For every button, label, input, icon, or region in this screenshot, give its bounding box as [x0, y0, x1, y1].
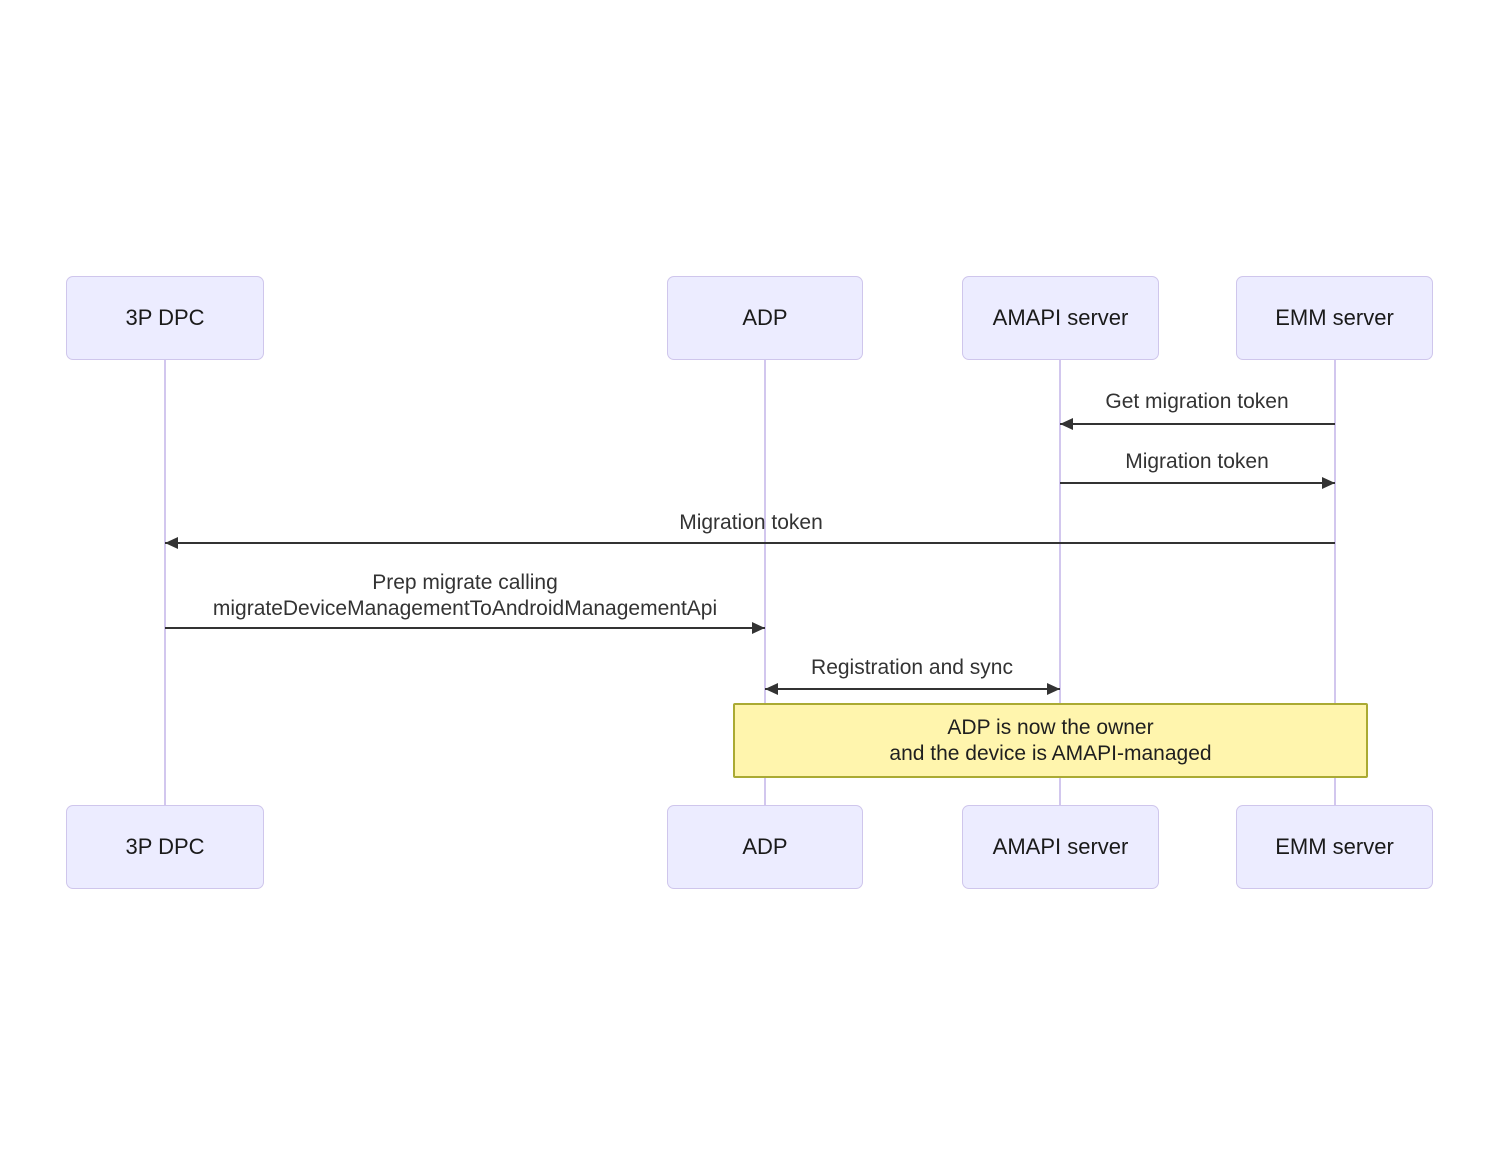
message-line	[165, 627, 765, 629]
message-line	[1060, 423, 1335, 425]
actor-label: AMAPI server	[992, 834, 1129, 859]
message-line	[165, 542, 1335, 544]
actor-label: 3P DPC	[125, 305, 205, 330]
lifeline-amapi-server	[1059, 359, 1061, 806]
message-line	[1060, 482, 1335, 484]
arrowhead-left-icon	[1060, 418, 1073, 430]
arrowhead-right-icon	[752, 622, 765, 634]
actor-label: AMAPI server	[992, 305, 1129, 330]
lifeline-3p-dpc	[164, 359, 166, 806]
actor-emm-server-bottom: EMM server	[1236, 805, 1433, 889]
actor-3p-dpc-top: 3P DPC	[66, 276, 264, 360]
message-label: Migration token	[679, 511, 823, 534]
arrowhead-right-icon	[1322, 477, 1335, 489]
note-adp-owner: ADP is now the owner and the device is A…	[733, 703, 1368, 778]
message-label: Prep migrate calling migrateDeviceManage…	[213, 570, 717, 622]
message-line	[765, 688, 1060, 690]
message-label-line-1: Prep migrate calling	[372, 571, 558, 594]
arrowhead-left-icon	[765, 683, 778, 695]
actor-label: ADP	[742, 305, 788, 330]
lifeline-emm-server	[1334, 359, 1336, 806]
note-text-line-1: ADP is now the owner	[947, 715, 1154, 739]
message-label: Migration token	[1125, 450, 1269, 473]
actor-label: 3P DPC	[125, 834, 205, 859]
actor-emm-server-top: EMM server	[1236, 276, 1433, 360]
arrowhead-left-icon	[165, 537, 178, 549]
message-label: Registration and sync	[811, 656, 1013, 679]
actor-label: ADP	[742, 834, 788, 859]
actor-amapi-server-bottom: AMAPI server	[962, 805, 1159, 889]
actor-adp-bottom: ADP	[667, 805, 863, 889]
arrowhead-right-icon	[1047, 683, 1060, 695]
message-label-line-2: migrateDeviceManagementToAndroidManageme…	[212, 597, 718, 620]
message-label: Get migration token	[1105, 390, 1289, 413]
actor-adp-top: ADP	[667, 276, 863, 360]
actor-label: EMM server	[1275, 305, 1394, 330]
actor-label: EMM server	[1275, 834, 1394, 859]
actor-3p-dpc-bottom: 3P DPC	[66, 805, 264, 889]
actor-amapi-server-top: AMAPI server	[962, 276, 1159, 360]
lifeline-adp	[764, 359, 766, 806]
note-text-line-2: and the device is AMAPI-managed	[889, 741, 1212, 765]
